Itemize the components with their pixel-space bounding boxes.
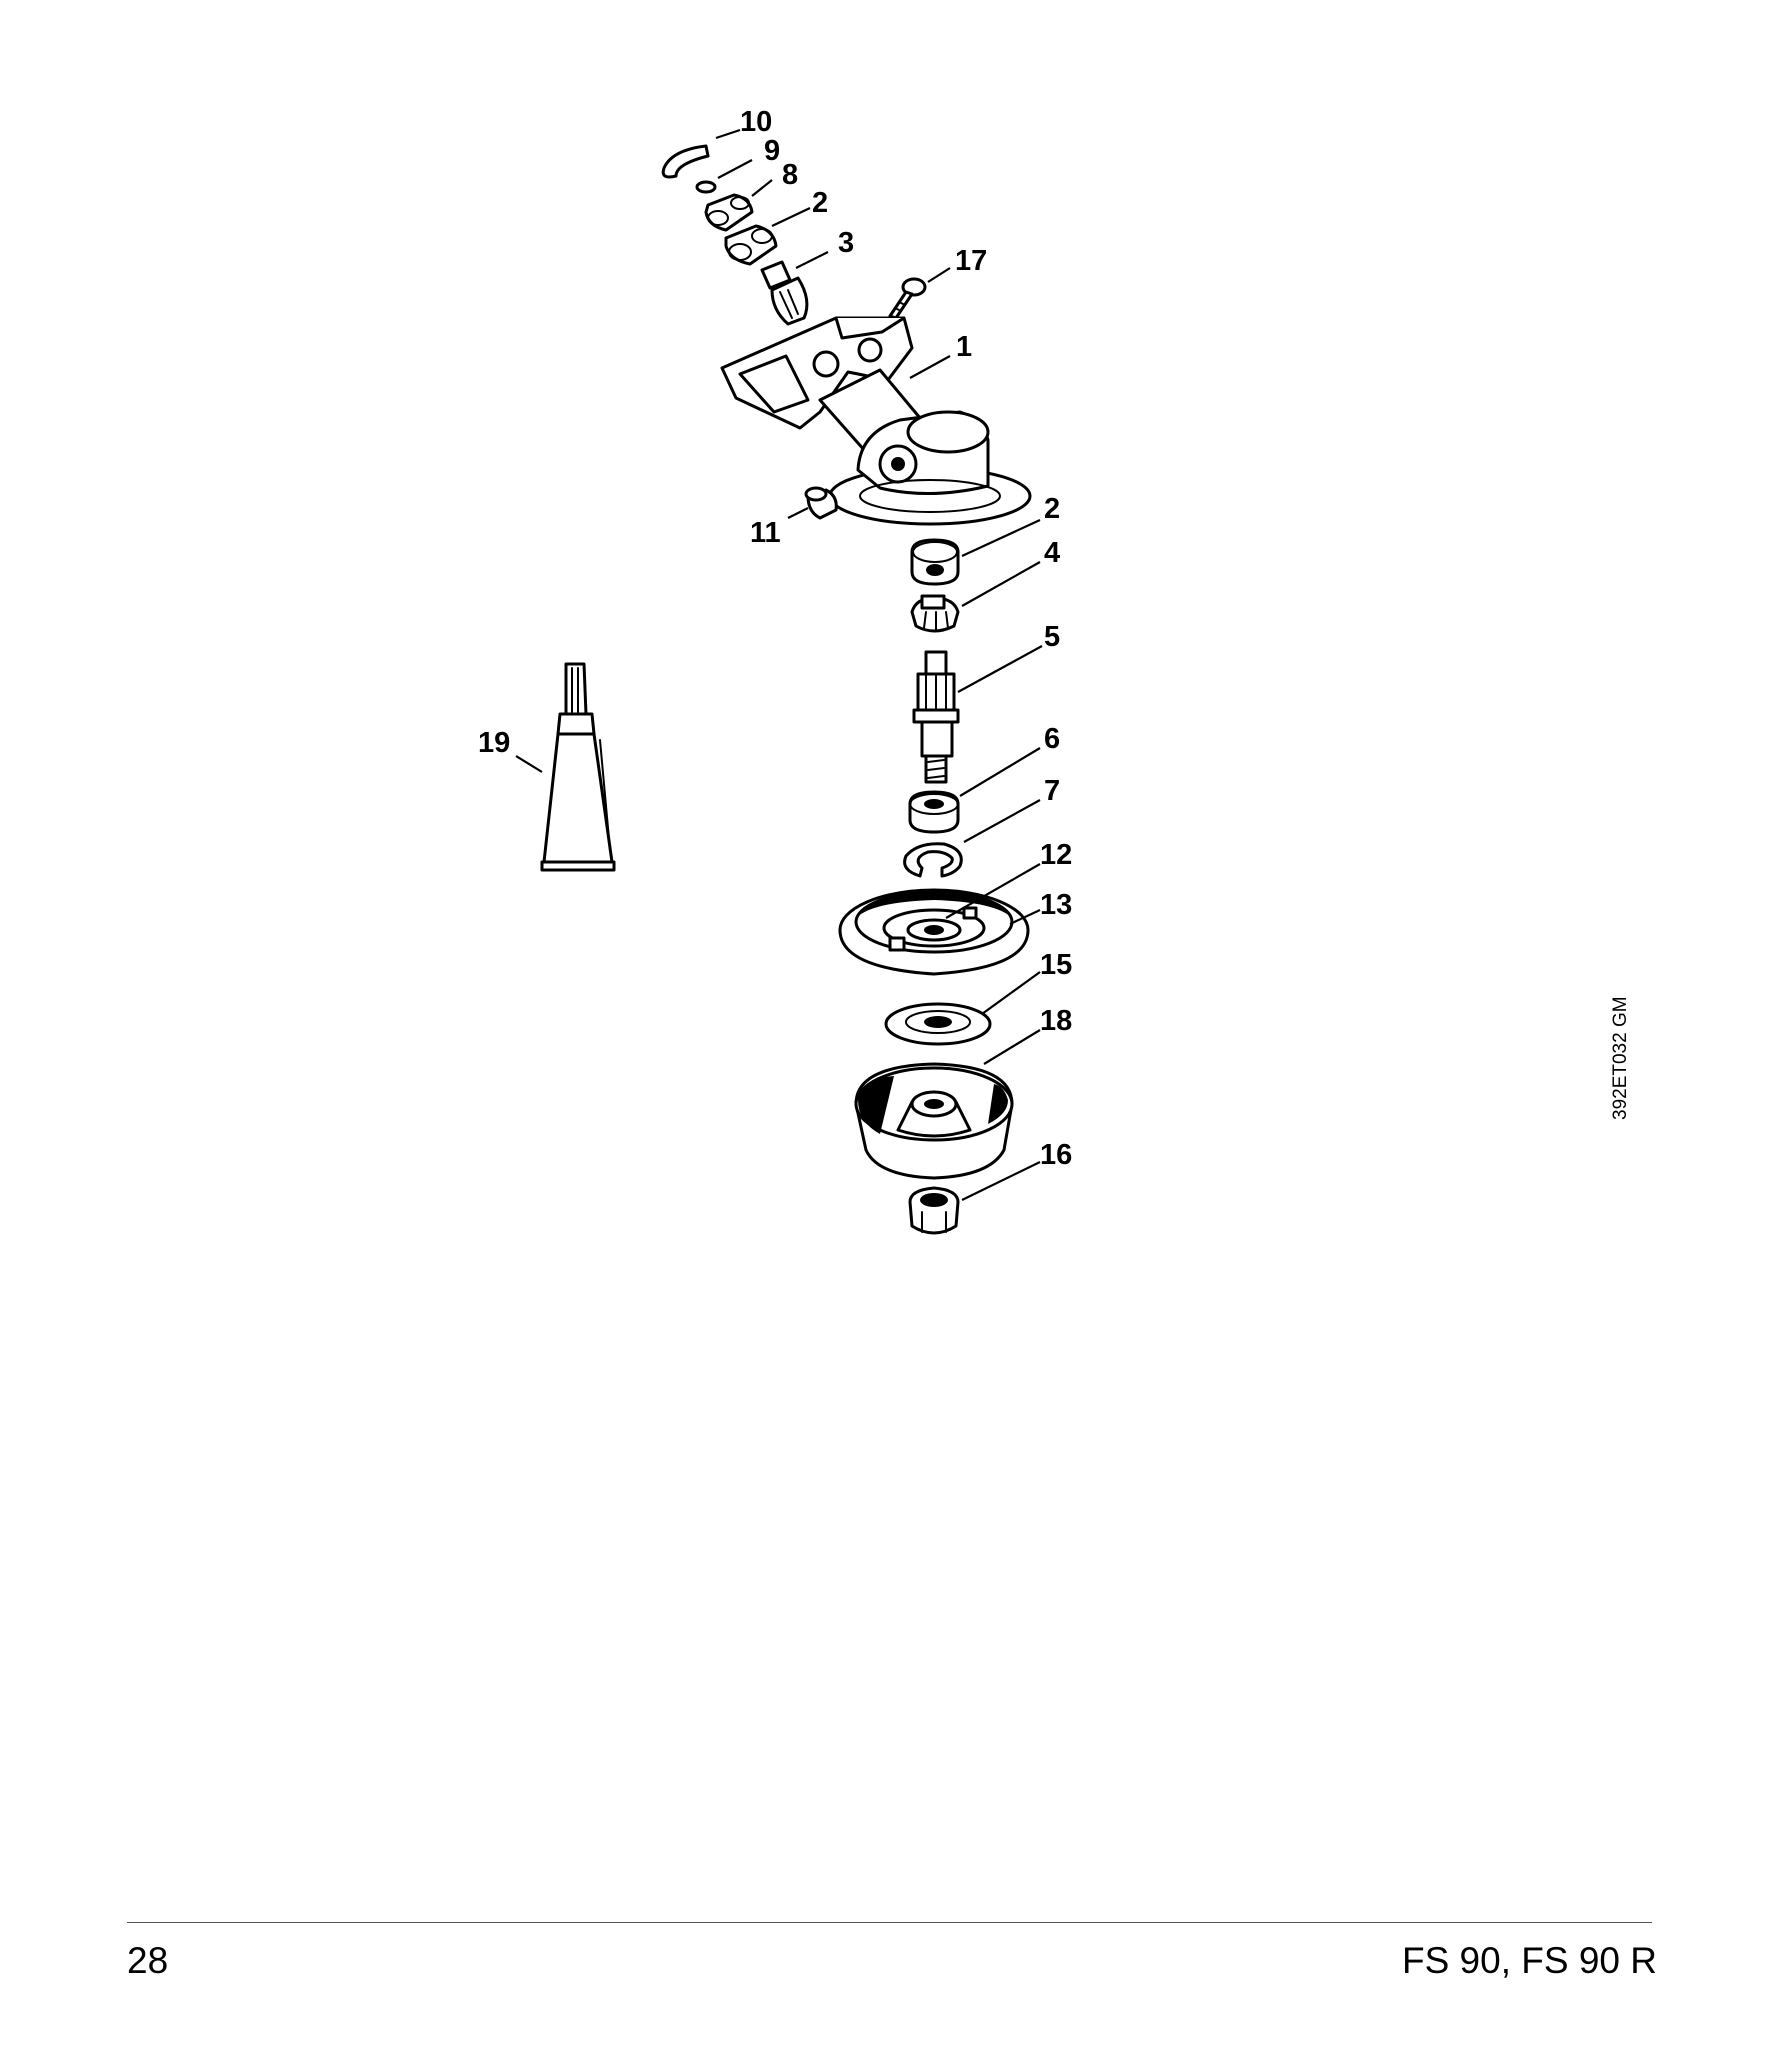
part-mowing-cup <box>854 1062 1014 1180</box>
part-bevel-pinion <box>760 260 809 326</box>
part-ball-bearing-upper <box>704 193 754 232</box>
callout-11: 11 <box>750 517 781 549</box>
callout-13: 13 <box>1040 889 1072 921</box>
callout-8: 8 <box>782 159 798 191</box>
callout-12: 12 <box>1040 839 1072 871</box>
callout-19: 19 <box>478 727 510 759</box>
part-bevel-gear <box>910 594 960 633</box>
part-small-washer <box>695 180 717 194</box>
callout-16: 16 <box>1040 1139 1072 1171</box>
callout-18: 18 <box>1040 1005 1072 1037</box>
part-spline-shaft <box>912 650 960 784</box>
part-ball-bearing-2-lower <box>910 538 960 586</box>
part-nut <box>908 1186 960 1235</box>
callout-7: 7 <box>1044 775 1060 807</box>
part-gear-housing <box>720 316 1032 526</box>
callout-15: 15 <box>1040 949 1072 981</box>
part-circlip <box>661 144 710 179</box>
callout-5: 5 <box>1044 621 1060 653</box>
part-thrust-plate <box>838 888 1030 976</box>
page-number: 28 <box>127 1940 169 1981</box>
callout-2-lower: 2 <box>1044 493 1060 525</box>
callout-3: 3 <box>838 227 854 259</box>
part-plug-screw <box>804 486 838 520</box>
callout-10: 10 <box>740 106 772 138</box>
part-screw <box>888 277 927 320</box>
figure-code: 392ET032 GM <box>1610 996 1631 1120</box>
model-name: FS 90, FS 90 R <box>1402 1940 1657 1981</box>
part-thrust-washer <box>884 1002 992 1046</box>
part-grease-tube <box>540 662 616 872</box>
exploded-parts-diagram: 10 9 8 2 3 17 1 2 11 4 5 19 6 7 12 13 15… <box>478 106 1072 1235</box>
callout-4: 4 <box>1044 537 1060 569</box>
callout-2-upper: 2 <box>812 187 828 219</box>
callout-9: 9 <box>764 135 780 167</box>
footer-divider <box>127 1922 1652 1923</box>
callout-6: 6 <box>1044 723 1060 755</box>
part-ball-bearing-6 <box>908 790 960 834</box>
part-circlip-7 <box>903 842 963 878</box>
part-ball-bearing-2-upper <box>724 224 778 266</box>
callout-1: 1 <box>956 331 972 363</box>
leader-lines <box>515 128 1043 1201</box>
callout-17: 17 <box>955 245 987 277</box>
